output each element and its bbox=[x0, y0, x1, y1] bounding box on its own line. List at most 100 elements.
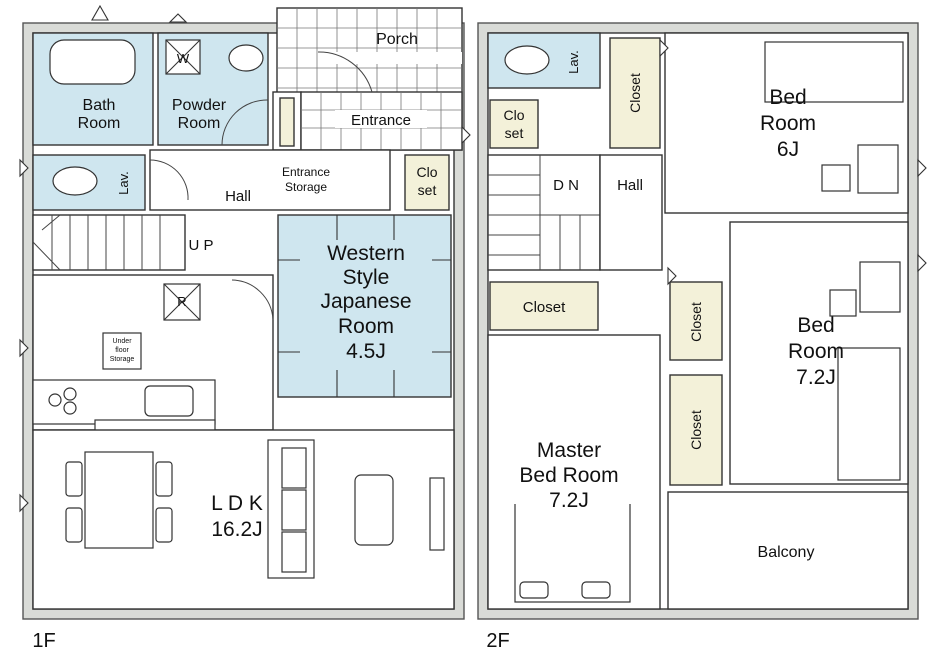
second-floor-closet-small bbox=[489, 99, 539, 149]
second-toilet-bowl bbox=[504, 45, 550, 75]
first-floor-label: 1F bbox=[32, 630, 55, 652]
chair-1 bbox=[65, 461, 83, 497]
bed6-label-1: Bed bbox=[769, 86, 806, 109]
ldk-label-1: L D K bbox=[211, 492, 263, 515]
stove-burner-3 bbox=[63, 401, 77, 415]
master-label-1: Master bbox=[537, 439, 601, 462]
washer-label: W bbox=[177, 51, 190, 66]
closet-right-2-label: Closet bbox=[688, 410, 704, 450]
chair-6j bbox=[821, 164, 851, 192]
bath-label-1: Bath bbox=[83, 97, 116, 114]
hall-door-swing bbox=[231, 279, 274, 321]
labels: Bath Room Powder Room W Porch Entrance E… bbox=[32, 31, 844, 652]
first-floor-closet bbox=[404, 154, 450, 211]
entrance-label: Entrance bbox=[351, 112, 411, 129]
second-floor-closet-top bbox=[609, 37, 661, 149]
bed6-label-3: 6J bbox=[777, 138, 799, 161]
first-closet-label-2: set bbox=[418, 182, 437, 198]
bed72-label-1: Bed bbox=[797, 314, 834, 337]
second-floor-closet-right-2 bbox=[669, 374, 723, 486]
powder-label-1: Powder bbox=[172, 97, 227, 114]
bed6-label-2: Room bbox=[760, 112, 816, 135]
bathtub bbox=[49, 39, 136, 85]
western-label-5: 4.5J bbox=[346, 340, 386, 363]
chair-4 bbox=[155, 507, 173, 543]
entrance-storage-label-2: Storage bbox=[285, 180, 327, 194]
stairs-down-label: D N bbox=[553, 177, 579, 194]
western-label-3: Japanese bbox=[320, 290, 411, 313]
bed-6j bbox=[764, 41, 904, 103]
entrance-storage-shelf bbox=[279, 97, 295, 147]
master-label-3: 7.2J bbox=[549, 489, 589, 512]
first-floor-stairs bbox=[32, 214, 186, 271]
sofa-cushion-3 bbox=[281, 531, 307, 573]
kitchen-sink bbox=[144, 385, 194, 417]
porch-label-bg bbox=[318, 52, 462, 64]
master-label-2: Bed Room bbox=[519, 464, 618, 487]
opening-markers bbox=[19, 4, 927, 513]
stair-treads-up bbox=[32, 214, 161, 271]
under-floor-label-2: floor bbox=[115, 347, 129, 354]
chair-2 bbox=[65, 507, 83, 543]
closet-small-label-2: set bbox=[505, 125, 524, 141]
master-pillow-2 bbox=[581, 581, 611, 599]
coffee-table bbox=[354, 474, 394, 546]
under-floor-label-1: Under bbox=[112, 338, 132, 345]
chair-72j bbox=[829, 289, 857, 317]
powder-label-2: Room bbox=[178, 115, 221, 132]
stair-treads-down bbox=[488, 155, 600, 270]
washbasin bbox=[228, 44, 264, 72]
under-floor-storage-box bbox=[102, 332, 142, 370]
balcony-label: Balcony bbox=[758, 544, 815, 561]
sofa-cushion-1 bbox=[281, 447, 307, 489]
second-floor-stairs bbox=[487, 154, 601, 271]
stove-burner-1 bbox=[48, 393, 62, 407]
desk-72j bbox=[859, 261, 901, 313]
fridge-label: R bbox=[177, 294, 186, 309]
entrance-storage-label-1: Entrance bbox=[282, 165, 330, 179]
dining-table bbox=[84, 451, 154, 549]
chair-3 bbox=[155, 461, 173, 497]
first-closet-label-1: Clo bbox=[416, 164, 437, 180]
under-floor-label-3: Storage bbox=[110, 356, 135, 363]
first-hall-label: Hall bbox=[225, 188, 251, 205]
entrance-door-swing bbox=[317, 51, 373, 93]
first-floor-plan bbox=[22, 7, 465, 620]
tv-stand bbox=[429, 477, 445, 551]
sofa-cushion-2 bbox=[281, 489, 307, 531]
closet-mid-label: Closet bbox=[523, 299, 566, 316]
western-label-4: Room bbox=[338, 315, 394, 338]
master-pillow-1 bbox=[519, 581, 549, 599]
bed72-label-2: Room bbox=[788, 340, 844, 363]
bath-label-2: Room bbox=[78, 115, 121, 132]
second-hall-label: Hall bbox=[617, 177, 643, 194]
ldk-label-2: 16.2J bbox=[211, 518, 262, 541]
desk-6j bbox=[857, 144, 899, 194]
first-floor-hall bbox=[149, 149, 391, 211]
closet-small-label-1: Clo bbox=[503, 107, 524, 123]
powder-door-swing bbox=[221, 99, 269, 146]
japanese-room-label-bg bbox=[300, 240, 432, 370]
bed72-label-3: 7.2J bbox=[796, 366, 836, 389]
second-floor-hall bbox=[599, 154, 663, 271]
western-label-1: Western bbox=[327, 242, 405, 265]
first-toilet-label: Lav. bbox=[116, 171, 131, 195]
closet-top-label: Closet bbox=[627, 73, 643, 113]
porch-label: Porch bbox=[376, 31, 418, 48]
stove-burner-2 bbox=[63, 387, 77, 401]
master-label-bg bbox=[505, 438, 633, 504]
bed-72j bbox=[837, 347, 901, 481]
second-floor-plan bbox=[477, 22, 919, 620]
entrance-label-bg bbox=[335, 110, 427, 128]
second-floor-closet-right-1 bbox=[669, 281, 723, 361]
stairs-up-label: U P bbox=[188, 237, 213, 254]
second-floor-label: 2F bbox=[486, 630, 509, 652]
balcony bbox=[667, 491, 909, 610]
toilet-bowl bbox=[52, 166, 98, 196]
toilet-door-swing bbox=[149, 159, 189, 201]
second-floor-closet-mid bbox=[489, 281, 599, 331]
closet-right-1-label: Closet bbox=[688, 302, 704, 342]
western-label-2: Style bbox=[343, 266, 390, 289]
second-toilet-label: Lav. bbox=[566, 50, 581, 74]
